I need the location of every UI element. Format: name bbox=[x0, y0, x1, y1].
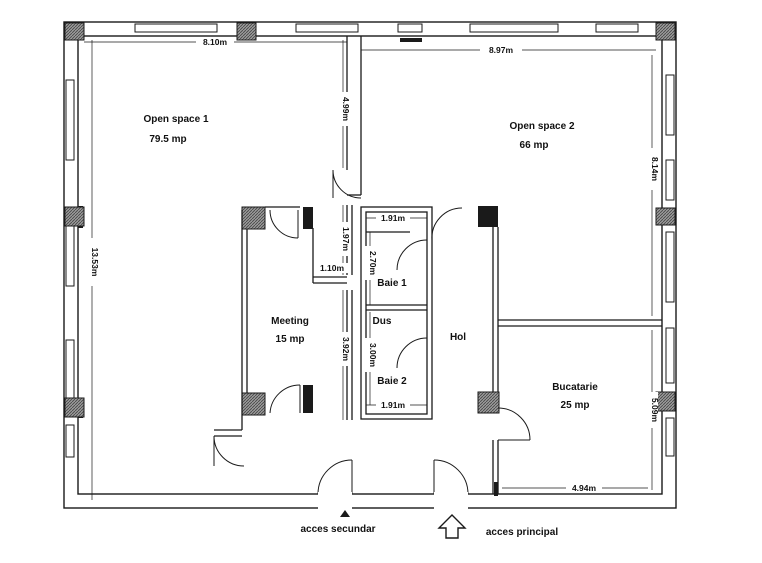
columns bbox=[64, 22, 676, 418]
dim-baie-2-length: 3.00m bbox=[368, 343, 378, 368]
dim-baie-1-length: 2.70m bbox=[368, 251, 378, 276]
dim-open-space-1-width: 8.10m bbox=[203, 37, 228, 47]
dim-corridor-mid: 1.97m bbox=[341, 227, 351, 252]
interior-walls bbox=[214, 36, 662, 494]
entrance-secondary-label: acces secundar bbox=[300, 524, 375, 535]
main-opening bbox=[434, 492, 468, 510]
room-area-open-space-1: 79.5 mp bbox=[149, 134, 186, 145]
dim-open-space-2-length: 8.14m bbox=[650, 157, 660, 182]
door-swings bbox=[213, 169, 531, 495]
window-dark-left bbox=[78, 206, 83, 418]
room-name-open-space-1: Open space 1 bbox=[143, 114, 208, 125]
main-entrance: acces principal bbox=[437, 514, 558, 539]
room-name-meeting: Meeting bbox=[271, 316, 309, 327]
dim-meeting-side: 3.92m bbox=[341, 337, 351, 362]
dark-column bbox=[478, 206, 498, 227]
dim-open-space-1-length: 13.53m bbox=[90, 248, 100, 277]
room-name-baie-2: Baie 2 bbox=[377, 376, 407, 387]
wall-stub bbox=[494, 482, 498, 496]
window-sill bbox=[400, 38, 422, 42]
meeting-column-top bbox=[303, 207, 313, 229]
dim-corridor-upper: 4.99m bbox=[341, 97, 351, 122]
room-name-bucatarie: Bucatarie bbox=[552, 382, 598, 393]
dimension-labels: 8.10m 8.97m 13.53m 8.14m 4.99m 1.97m 1.1… bbox=[86, 37, 660, 493]
room-area-meeting: 15 mp bbox=[276, 334, 305, 345]
room-name-hol: Hol bbox=[450, 332, 466, 343]
dim-corridor-small: 1.10m bbox=[320, 263, 345, 273]
meeting-column-bottom bbox=[303, 385, 313, 413]
room-name-open-space-2: Open space 2 bbox=[509, 121, 574, 132]
room-name-baie-1: Baie 1 bbox=[377, 278, 407, 289]
dim-open-space-2-width: 8.97m bbox=[489, 45, 514, 55]
arrow-up-outline-icon bbox=[437, 514, 467, 539]
dim-bucatarie-width: 4.94m bbox=[572, 483, 597, 493]
outer-walls bbox=[63, 21, 677, 509]
arrow-up-icon bbox=[340, 510, 350, 517]
windows-top bbox=[134, 23, 639, 33]
dim-baie-1-width: 1.91m bbox=[381, 213, 406, 223]
entrance-main-label: acces principal bbox=[486, 527, 558, 538]
room-area-bucatarie: 25 mp bbox=[561, 400, 590, 411]
room-area-open-space-2: 66 mp bbox=[520, 140, 549, 151]
room-labels: Open space 1 79.5 mp Open space 2 66 mp … bbox=[143, 114, 598, 411]
dim-bucatarie-length: 5.09m bbox=[650, 398, 660, 423]
secondary-entrance: acces secundar bbox=[300, 510, 376, 535]
room-name-dus: Dus bbox=[373, 316, 392, 327]
dim-baie-2-width: 1.91m bbox=[381, 400, 406, 410]
windows-right bbox=[665, 74, 675, 457]
secondary-opening bbox=[318, 492, 352, 510]
